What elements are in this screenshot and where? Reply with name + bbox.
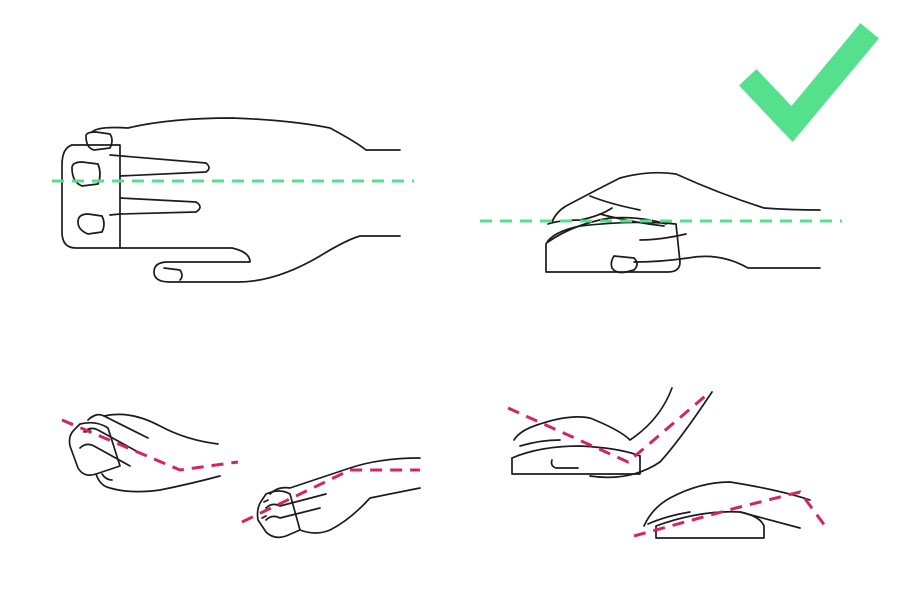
wrist-bend-line-upper [507, 390, 711, 464]
mouse-top-view [61, 144, 233, 249]
hand-top-view [71, 117, 401, 283]
hand-top-view-bent-left [68, 413, 221, 493]
panel-top-left [52, 117, 414, 283]
wrist-bend-line-left [61, 418, 239, 472]
wrist-bend-line-lower [633, 490, 830, 538]
panel-bottom-left [61, 413, 421, 539]
hand-side-view-bent-down [643, 481, 811, 539]
wrist-bend-line-right [241, 468, 420, 524]
checkmark-icon [739, 23, 879, 143]
panel-bottom-right [507, 387, 830, 539]
panel-top-right [480, 23, 879, 274]
hand-top-view-bent-right [256, 457, 421, 539]
hand-side-view-bent-up [511, 387, 713, 479]
